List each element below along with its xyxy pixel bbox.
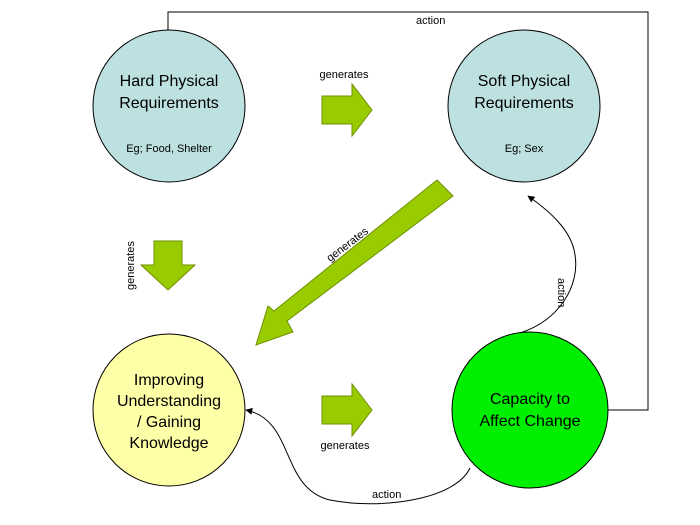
arrow-soft-to-knowledge xyxy=(255,179,454,346)
soft-example: Eg; Sex xyxy=(505,143,544,155)
knowledge-line4: Knowledge xyxy=(129,435,208,452)
capacity-line1: Capacity to xyxy=(490,391,570,408)
label-knowledge-to-capacity: generates xyxy=(321,440,370,452)
hard-title-line2: Requirements xyxy=(119,95,219,112)
hard-requirements-node xyxy=(92,29,246,183)
knowledge-line1: Improving xyxy=(134,372,204,389)
soft-requirements-node xyxy=(447,29,601,183)
arrow-knowledge-to-capacity xyxy=(321,382,373,438)
action-label-right: action xyxy=(555,278,567,307)
capacity-line2: Affect Change xyxy=(479,413,580,430)
arrow-hard-to-soft xyxy=(321,82,373,138)
action-connector-capacity-to-hard xyxy=(164,11,649,411)
knowledge-line2: Understanding xyxy=(117,393,221,410)
hard-title-line1: Hard Physical xyxy=(120,73,219,90)
arrow-hard-to-knowledge xyxy=(139,240,197,291)
capacity-node xyxy=(451,331,609,489)
knowledge-line3: / Gaining xyxy=(137,414,201,431)
knowledge-node xyxy=(92,333,246,487)
soft-title-line2: Requirements xyxy=(474,95,574,112)
action-label-bottom: action xyxy=(372,489,401,501)
action-label-top: action xyxy=(416,15,445,27)
soft-title-line1: Soft Physical xyxy=(478,73,570,90)
label-hard-to-soft: generates xyxy=(320,69,369,81)
action-connector-capacity-to-knowledge xyxy=(245,407,471,505)
action-connector-capacity-to-soft xyxy=(519,195,577,334)
label-hard-to-knowledge: generates xyxy=(125,241,137,290)
hard-example: Eg; Food, Shelter xyxy=(126,143,212,155)
